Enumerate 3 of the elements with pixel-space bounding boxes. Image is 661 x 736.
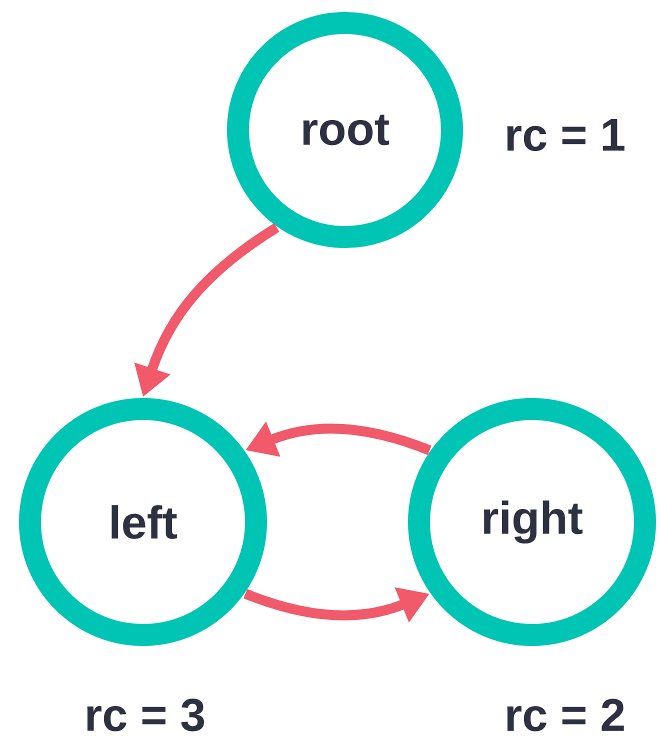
count-label: rc = 2 [507, 698, 624, 732]
count-label: rc = 1 [507, 118, 624, 152]
count-label: rc = 3 [87, 698, 204, 732]
